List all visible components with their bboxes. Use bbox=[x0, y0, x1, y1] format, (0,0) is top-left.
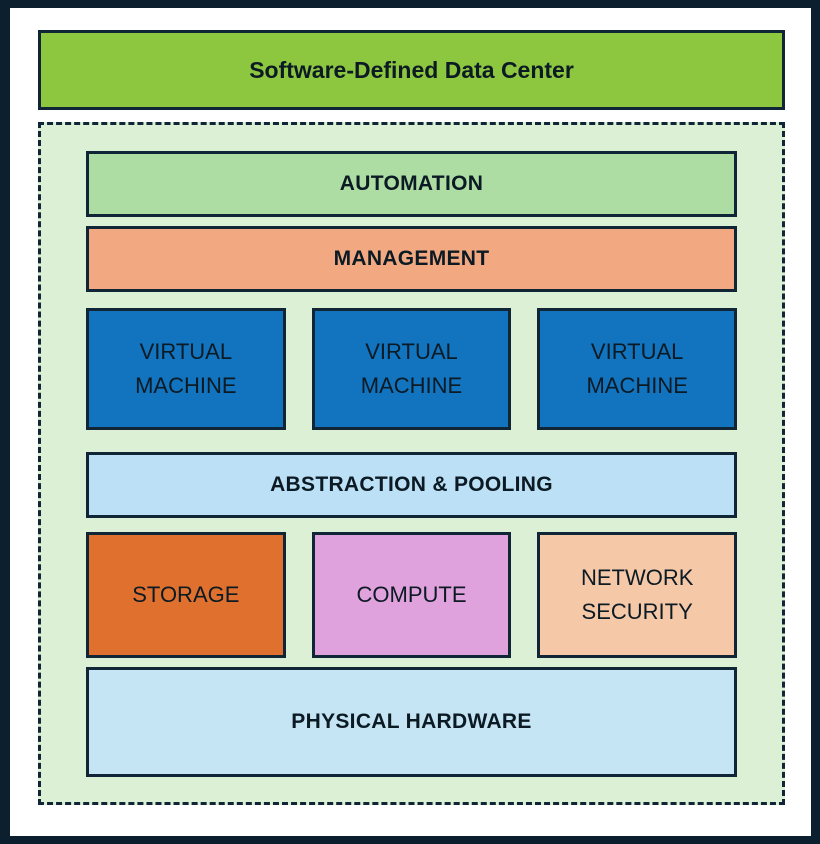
diagram-title: Software-Defined Data Center bbox=[249, 56, 574, 83]
layer-abstraction-pooling-label: ABSTRACTION & POOLING bbox=[270, 473, 553, 496]
layer-management-label: MANAGEMENT bbox=[333, 247, 490, 270]
sddc-stack-container: AUTOMATION MANAGEMENT VIRTUAL MACHINE VI… bbox=[38, 122, 785, 805]
box-virtual-machine-3: VIRTUAL MACHINE bbox=[537, 308, 738, 430]
layer-management: MANAGEMENT bbox=[86, 226, 737, 292]
network-security-label: NETWORK SECURITY bbox=[580, 564, 694, 624]
box-compute: COMPUTE bbox=[311, 532, 512, 658]
virtual-machine-2-label: VIRTUAL MACHINE bbox=[360, 338, 463, 398]
page: Software-Defined Data Center AUTOMATION … bbox=[10, 8, 811, 836]
layer-abstraction-pooling: ABSTRACTION & POOLING bbox=[86, 452, 737, 518]
storage-label: STORAGE bbox=[132, 581, 240, 607]
box-storage: STORAGE bbox=[86, 532, 286, 658]
virtual-machine-row: VIRTUAL MACHINE VIRTUAL MACHINE VIRTUAL … bbox=[86, 308, 738, 430]
virtual-machine-3-label: VIRTUAL MACHINE bbox=[586, 338, 688, 398]
virtual-machine-1-label: VIRTUAL MACHINE bbox=[135, 338, 237, 398]
layer-automation-label: AUTOMATION bbox=[339, 172, 484, 195]
layer-automation: AUTOMATION bbox=[86, 151, 737, 217]
layer-physical-hardware-label: PHYSICAL HARDWARE bbox=[291, 710, 532, 733]
layer-physical-hardware: PHYSICAL HARDWARE bbox=[86, 667, 737, 777]
box-virtual-machine-2: VIRTUAL MACHINE bbox=[311, 308, 512, 430]
box-network-security: NETWORK SECURITY bbox=[537, 532, 738, 658]
resources-row: STORAGE COMPUTE NETWORK SECURITY bbox=[86, 532, 738, 658]
diagram-title-box: Software-Defined Data Center bbox=[38, 30, 785, 110]
compute-label: COMPUTE bbox=[356, 581, 467, 607]
box-virtual-machine-1: VIRTUAL MACHINE bbox=[86, 308, 286, 430]
